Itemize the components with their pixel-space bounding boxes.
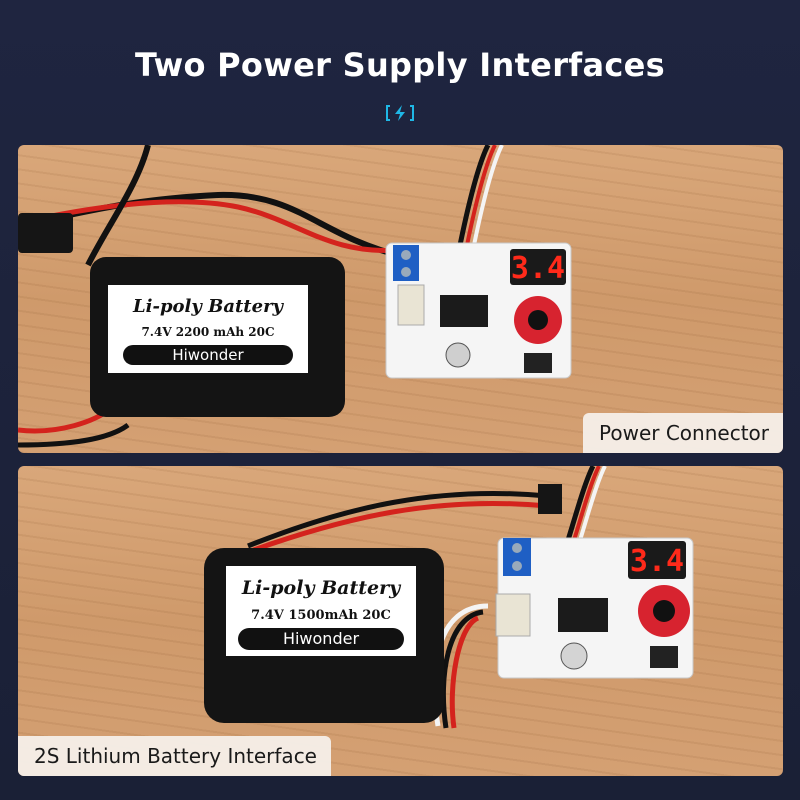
battery-charge-icon bbox=[386, 105, 414, 121]
battery-spec: 7.4V 2200 mAh 20C bbox=[141, 325, 274, 339]
battery-spec: 7.4V 1500mAh 20C bbox=[251, 608, 391, 623]
photo-battery-interface: 3.4 Li-poly Battery 7.4V 1500mAh 20C Hiw… bbox=[18, 466, 783, 776]
battery-brand: Hiwonder bbox=[172, 346, 244, 364]
caption-power-connector: Power Connector bbox=[583, 413, 783, 453]
battery-brand: Hiwonder bbox=[283, 629, 359, 648]
digital-display: 3.4 bbox=[630, 544, 684, 579]
photo-power-connector: 3.4 Li-poly Battery 7.4V 2200 mAh 20C Hi… bbox=[18, 145, 783, 453]
scene-illustration: 3.4 Li-poly Battery 7.4V 2200 mAh 20C Hi… bbox=[18, 145, 572, 448]
digital-display: 3.4 bbox=[511, 251, 565, 286]
caption-battery-interface: 2S Lithium Battery Interface bbox=[18, 736, 331, 776]
battery-heading: Li-poly Battery bbox=[241, 577, 402, 599]
scene-illustration: 3.4 Li-poly Battery 7.4V 1500mAh 20C Hiw… bbox=[204, 466, 694, 729]
battery-heading: Li-poly Battery bbox=[132, 296, 285, 317]
page-title: Two Power Supply Interfaces bbox=[134, 46, 666, 84]
